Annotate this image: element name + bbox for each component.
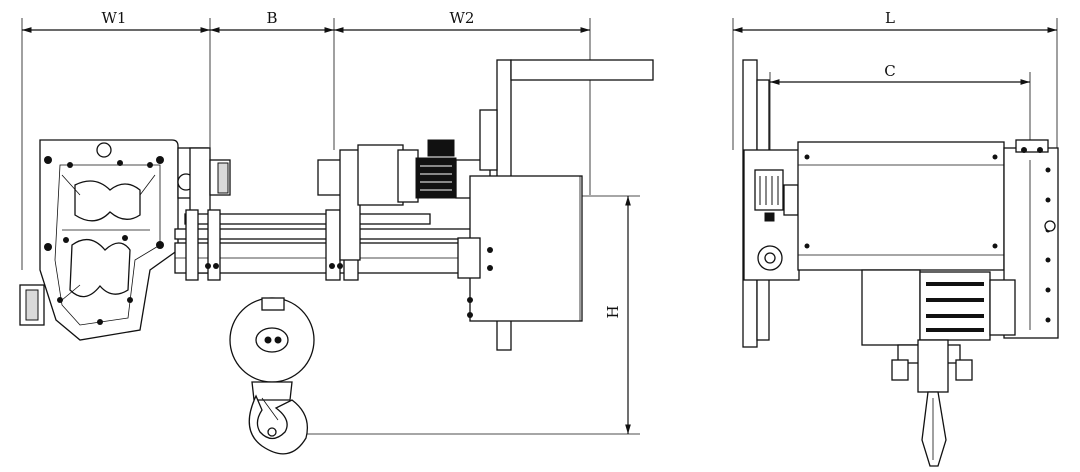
gearbox-housing xyxy=(39,139,179,341)
dimension-label-l: L xyxy=(885,9,895,27)
dimension-label-h: H xyxy=(604,305,622,318)
dimension-label-c: C xyxy=(884,62,895,80)
dimension-label-w1: W1 xyxy=(102,9,127,27)
side-view xyxy=(742,59,1059,467)
dimension-label-w2: W2 xyxy=(450,9,475,27)
front-view xyxy=(19,59,654,455)
dimension-lines-front xyxy=(21,18,640,435)
dimension-lines-side xyxy=(732,18,1058,150)
dimension-label-b: B xyxy=(266,9,277,27)
